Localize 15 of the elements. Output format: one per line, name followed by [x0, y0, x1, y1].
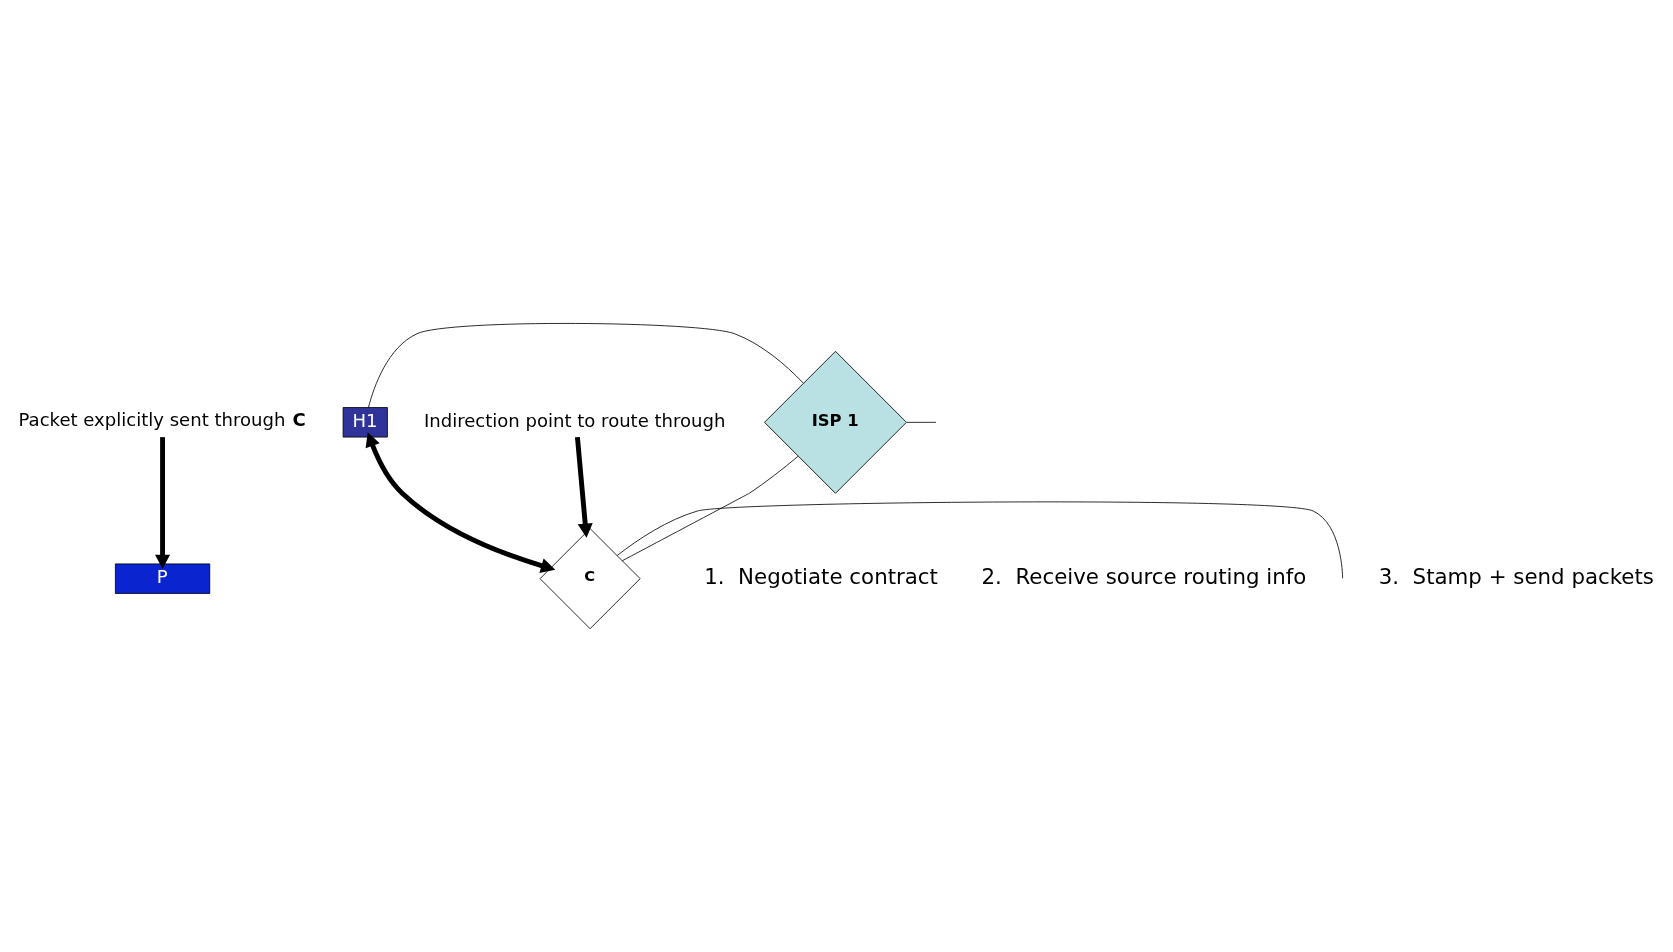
node-box: H1 [342, 407, 388, 438]
connector [906, 421, 937, 423]
label: 2. Receive source routing info [981, 563, 1307, 589]
arrow [155, 437, 171, 570]
node-diamond: ISP 1 [764, 350, 907, 494]
connector [368, 323, 804, 408]
connector [616, 501, 1344, 579]
label: 3. Stamp + send packets [1378, 563, 1654, 589]
node-box: P [114, 563, 211, 594]
arrow [574, 436, 593, 538]
node-text: Indirection point to route through [423, 409, 726, 431]
arrow [365, 432, 556, 573]
node-text: Packet explicitly sent through C [18, 409, 306, 431]
label: 1. Negotiate contract [704, 563, 938, 589]
connector [621, 455, 799, 562]
